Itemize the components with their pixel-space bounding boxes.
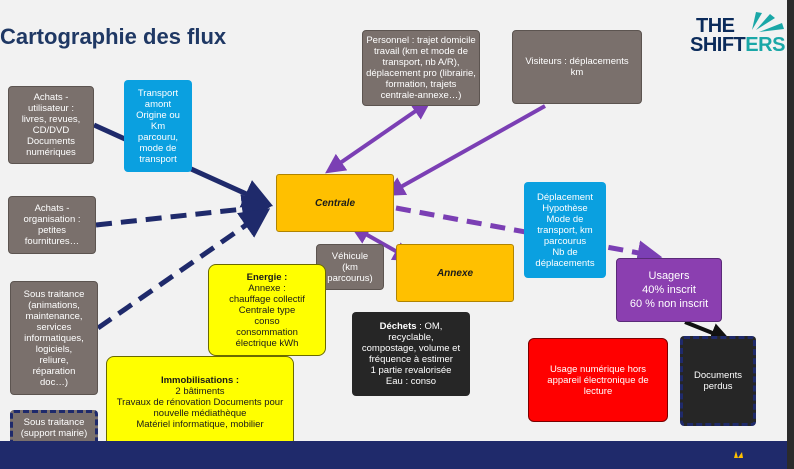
node-achats-utilisateur: Achats - utilisateur : livres, revues, C…	[8, 86, 94, 164]
node-sous-traitance: Sous traitance (animations, maintenance,…	[10, 281, 98, 395]
node-centrale: Centrale	[276, 174, 394, 232]
footer-logo-icon	[734, 451, 743, 458]
node-achats-organisation: Achats - organisation : petites fournitu…	[8, 196, 96, 254]
logo-text-shift: SHIFT	[690, 34, 746, 56]
node-energie: Energie : Annexe : chauffage collectif C…	[208, 264, 326, 356]
node-visiteurs: Visiteurs : déplacements km	[512, 30, 642, 104]
window-edge	[787, 0, 794, 469]
logo-text-shifters: SHIFTERS	[690, 35, 785, 55]
arrow-achats-organisation-centrale	[95, 194, 272, 228]
footer-bar	[0, 441, 794, 469]
node-deplacement: Déplacement Hypothèse Mode de transport,…	[524, 182, 606, 278]
energie-details: Annexe : chauffage collectif Centrale ty…	[229, 282, 305, 349]
dechets-heading: Déchets	[379, 321, 417, 332]
node-annexe: Annexe	[396, 244, 514, 302]
arrow-personnel-centrale	[325, 100, 432, 174]
arrow-usagers-documents-perdus	[684, 320, 731, 343]
the-shifters-logo: THE SHIFTERS	[690, 8, 794, 56]
dechets-first-line: Déchets : OM,	[380, 321, 443, 332]
node-dechets: Déchets : OM, recyclable, compostage, vo…	[352, 312, 470, 396]
node-documents-perdus: Documents perdus	[680, 336, 756, 426]
node-sous-traitance-mairie: Sous traitance (support mairie)	[10, 410, 98, 446]
node-vehicule: Véhicule (km parcourus)	[316, 244, 384, 290]
immobilisations-details: 2 bâtiments Travaux de rénovation Docume…	[116, 385, 284, 430]
dechets-first-text: : OM,	[416, 321, 443, 332]
node-usage-numerique: Usage numérique hors appareil électroniq…	[528, 338, 668, 422]
dechets-details: recyclable, compostage, volume et fréque…	[361, 332, 461, 387]
node-personnel: Personnel : trajet domicile travail (km …	[362, 30, 480, 106]
logo-rays-icon	[752, 12, 784, 32]
energie-heading: Energie :	[246, 271, 288, 283]
arrow-sous-traitance-centrale	[96, 208, 271, 331]
node-immobilisations: Immobilisations : 2 bâtiments Travaux de…	[106, 356, 294, 448]
slide-title: Cartographie des flux	[0, 24, 227, 49]
node-transport-amont: Transport amont Origine ou Km parcouru, …	[124, 80, 192, 172]
arrow-visiteurs-centrale	[384, 104, 546, 196]
node-usagers: Usagers 40% inscrit 60 % non inscrit	[616, 258, 722, 322]
logo-text-ers: ERS	[745, 34, 785, 56]
logo-text-the: THE	[696, 15, 735, 37]
immobilisations-heading: Immobilisations :	[160, 374, 240, 386]
